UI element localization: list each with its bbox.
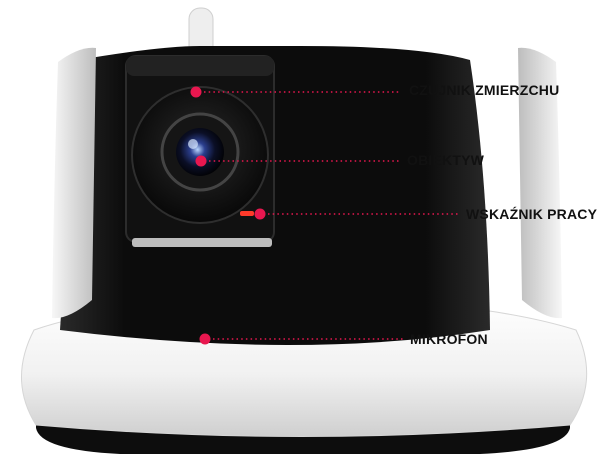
callout-dot xyxy=(199,333,211,345)
status-led xyxy=(240,211,254,216)
left-side-panel xyxy=(52,47,96,319)
right-side-panel xyxy=(518,47,562,319)
callout-sensor xyxy=(190,86,400,98)
callout-led xyxy=(254,208,460,220)
callout-dot xyxy=(254,208,266,220)
callout-dot xyxy=(190,86,202,98)
label-lens: OBIEKTYW xyxy=(407,152,485,168)
head-bottom-bar xyxy=(132,238,272,247)
label-status-indicator: WSKAŹNIK PRACY xyxy=(466,206,598,222)
label-microphone: MIKROFON xyxy=(410,331,488,347)
head-top-band xyxy=(126,56,274,76)
callout-dot xyxy=(195,155,207,167)
callout-mic xyxy=(199,333,404,345)
lens-reflection xyxy=(188,139,198,149)
lens-glass xyxy=(176,128,224,176)
label-dusk-sensor: CZUJNIK ZMIERZCHU xyxy=(409,82,560,98)
callout-lens xyxy=(195,155,400,167)
